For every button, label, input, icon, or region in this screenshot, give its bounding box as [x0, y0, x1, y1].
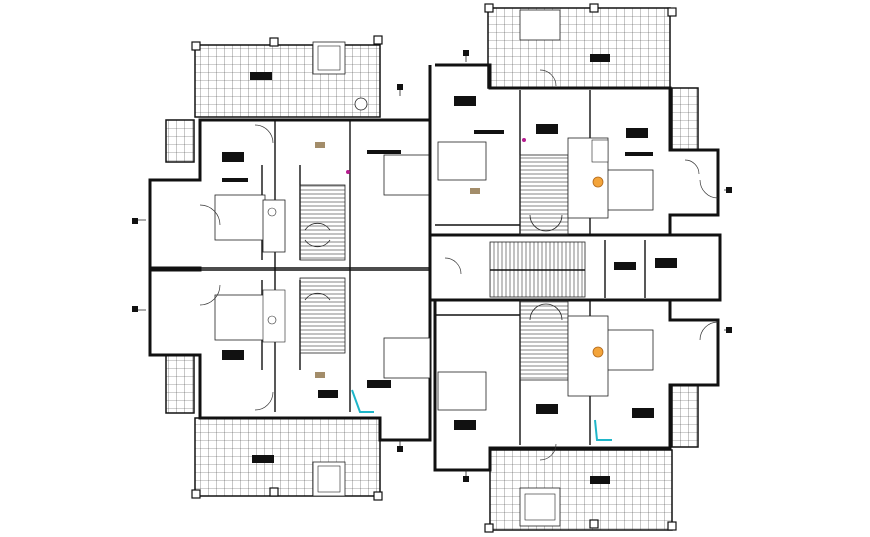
left-bottom-balcony: [194, 417, 381, 497]
fixture-marker-lower: [592, 346, 604, 358]
left-stair-upper: [299, 184, 346, 261]
axis-markers: [132, 50, 732, 482]
center-core: [428, 233, 722, 302]
right-stair-lower: [519, 299, 569, 381]
left-stair-lower: [299, 277, 346, 354]
right-unit-block: [428, 3, 720, 533]
right-top-balcony: [487, 7, 671, 89]
left-unit-block: [148, 35, 432, 501]
fixture-marker-upper: [592, 176, 604, 188]
right-bottom-balcony: [489, 449, 673, 531]
stair-marker: [346, 170, 350, 174]
left-top-balcony: [194, 44, 381, 118]
right-stair-upper: [519, 154, 569, 236]
